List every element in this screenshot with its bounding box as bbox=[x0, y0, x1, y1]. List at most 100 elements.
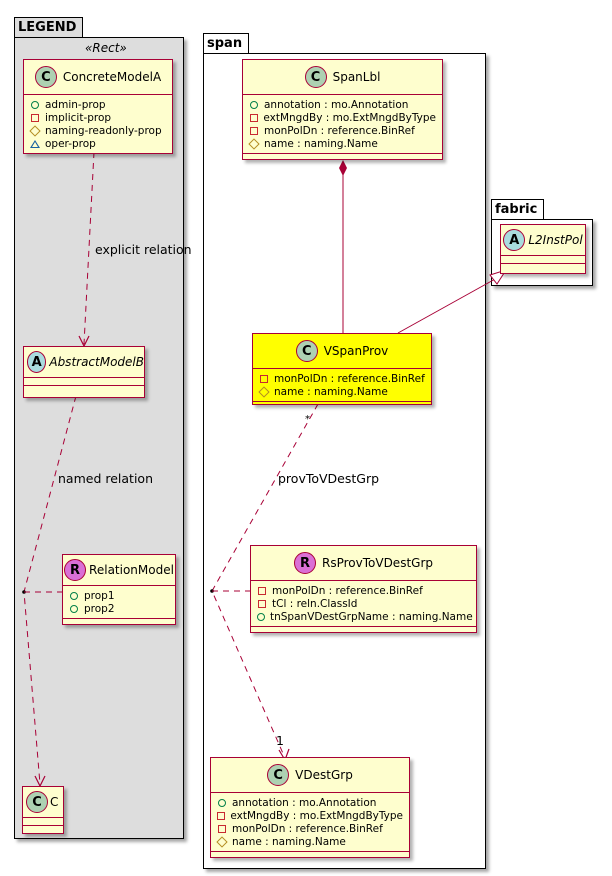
attribute: monPolDn : reference.BinRef bbox=[217, 822, 403, 835]
circle-icon bbox=[31, 100, 39, 109]
attribute-text: name : naming.Name bbox=[274, 385, 388, 398]
class-c-icon: C bbox=[267, 764, 290, 786]
methods bbox=[253, 401, 431, 409]
attribute-text: name : naming.Name bbox=[264, 137, 378, 150]
attribute: name : naming.Name bbox=[248, 137, 436, 150]
composition-diamond bbox=[339, 160, 347, 176]
attribute: implicit-prop bbox=[30, 111, 166, 124]
class-c-icon: C bbox=[295, 340, 318, 362]
legend-stereotype: «Rect» bbox=[85, 41, 127, 55]
attributes: prop1 prop2 bbox=[63, 585, 175, 618]
attribute: monPolDn : reference.BinRef bbox=[249, 124, 436, 137]
square-icon bbox=[250, 126, 258, 135]
class-name: VSpanProv bbox=[323, 344, 389, 358]
fabric-package-name: fabric bbox=[495, 202, 538, 217]
attribute: admin-prop bbox=[30, 98, 166, 111]
attribute: oper-prop bbox=[30, 137, 166, 150]
attribute-text: oper-prop bbox=[45, 137, 96, 150]
span-package bbox=[203, 53, 486, 869]
class-c-icon: C bbox=[304, 66, 327, 88]
attribute: prop1 bbox=[69, 589, 169, 602]
class-name: ConcreteModelA bbox=[62, 70, 162, 84]
class-header: C VDestGrp bbox=[211, 758, 409, 792]
class-a-icon: A bbox=[503, 229, 526, 251]
methods bbox=[24, 385, 144, 393]
attribute: annotation : mo.Annotation bbox=[249, 98, 436, 111]
named-relation-label: named relation bbox=[58, 471, 153, 486]
attribute-text: monPolDn : reference.BinRef bbox=[232, 822, 383, 835]
generalization-edge bbox=[397, 277, 498, 334]
class-concrete-model-a[interactable]: C ConcreteModelA admin-prop implicit-pro… bbox=[23, 59, 173, 154]
legend-package bbox=[14, 37, 184, 839]
class-c-icon: C bbox=[26, 791, 48, 813]
attributes bbox=[501, 255, 585, 263]
class-name: SpanLbl bbox=[332, 70, 381, 84]
circle-icon bbox=[70, 604, 78, 613]
attribute-text: implicit-prop bbox=[45, 111, 112, 124]
attribute-text: admin-prop bbox=[45, 98, 106, 111]
methods bbox=[501, 263, 585, 271]
class-vdest-grp[interactable]: C VDestGrp annotation : mo.Annotation ex… bbox=[210, 757, 410, 858]
class-header: C SpanLbl bbox=[243, 60, 442, 94]
class-abstract-model-b[interactable]: A AbstractModelB bbox=[23, 346, 145, 398]
class-a-icon: A bbox=[27, 351, 47, 373]
attribute-text: annotation : mo.Annotation bbox=[264, 98, 409, 111]
attribute: extMngdBy : mo.ExtMngdByType bbox=[217, 809, 403, 822]
diamond-icon bbox=[29, 124, 41, 137]
attribute: monPolDn : reference.BinRef bbox=[259, 372, 425, 385]
diamond-icon bbox=[248, 137, 260, 150]
relation-label: provToVDestGrp bbox=[278, 471, 380, 486]
circle-icon bbox=[70, 591, 78, 600]
diamond-icon bbox=[258, 385, 270, 398]
class-l2-inst-pol[interactable]: A L2InstPol bbox=[500, 224, 586, 274]
attribute-text: extMngdBy : mo.ExtMngdByType bbox=[263, 111, 436, 124]
attribute: name : naming.Name bbox=[216, 835, 403, 848]
square-icon bbox=[258, 599, 266, 608]
attribute-text: prop1 bbox=[84, 589, 115, 602]
attribute: tCl : reln.ClassId bbox=[257, 597, 470, 610]
class-r-icon: R bbox=[64, 559, 87, 581]
class-r-icon: R bbox=[294, 552, 316, 574]
class-c[interactable]: C C bbox=[22, 786, 64, 834]
class-name: RsProvToVDestGrp bbox=[322, 556, 433, 570]
class-name: AbstractModelB bbox=[49, 355, 144, 369]
square-icon bbox=[217, 811, 226, 820]
attributes: annotation : mo.Annotation extMngdBy : m… bbox=[243, 94, 442, 153]
attribute: prop2 bbox=[69, 602, 169, 615]
class-header: A L2InstPol bbox=[501, 225, 585, 255]
class-relation-model[interactable]: R RelationModel prop1 prop2 bbox=[62, 554, 176, 625]
attribute: extMngdBy : mo.ExtMngdByType bbox=[249, 111, 436, 124]
class-rs-prov-to-vdest-grp[interactable]: R RsProvToVDestGrp monPolDn : reference.… bbox=[250, 545, 477, 633]
class-c-icon: C bbox=[34, 66, 57, 88]
attribute: name : naming.Name bbox=[258, 385, 425, 398]
circle-icon bbox=[250, 100, 258, 109]
multiplicity-target: 1 bbox=[276, 733, 284, 748]
fabric-package-tab: fabric bbox=[491, 199, 545, 219]
class-name: RelationModel bbox=[89, 563, 174, 577]
span-package-tab: span bbox=[203, 33, 250, 53]
class-header: C C bbox=[23, 787, 63, 817]
attribute-text: monPolDn : reference.BinRef bbox=[264, 124, 415, 137]
attribute-text: extMngdBy : mo.ExtMngdByType bbox=[230, 809, 403, 822]
class-header: R RelationModel bbox=[63, 555, 175, 585]
class-vspan-prov[interactable]: C VSpanProv monPolDn : reference.BinRef … bbox=[252, 333, 432, 405]
triangle-icon bbox=[30, 139, 40, 148]
attribute-text: prop2 bbox=[84, 602, 115, 615]
square-icon bbox=[249, 113, 258, 122]
explicit-relation-edge bbox=[83, 151, 95, 345]
attribute-text: annotation : mo.Annotation bbox=[232, 796, 377, 809]
attribute: tnSpanVDestGrpName : naming.Name bbox=[257, 610, 473, 623]
legend-package-name: LEGEND bbox=[18, 20, 77, 35]
attribute: naming-readonly-prop bbox=[29, 124, 166, 137]
attributes: annotation : mo.Annotation extMngdBy : m… bbox=[211, 792, 409, 851]
methods bbox=[243, 153, 442, 161]
class-header: C ConcreteModelA bbox=[24, 60, 172, 94]
class-span-lbl[interactable]: C SpanLbl annotation : mo.Annotation ext… bbox=[242, 59, 443, 160]
attribute-text: monPolDn : reference.BinRef bbox=[274, 372, 425, 385]
methods bbox=[24, 153, 172, 161]
attributes bbox=[24, 377, 144, 385]
attributes: monPolDn : reference.BinRef tCl : reln.C… bbox=[251, 580, 476, 626]
diamond-icon bbox=[216, 835, 228, 848]
square-icon bbox=[260, 374, 268, 383]
class-name: VDestGrp bbox=[295, 768, 353, 782]
